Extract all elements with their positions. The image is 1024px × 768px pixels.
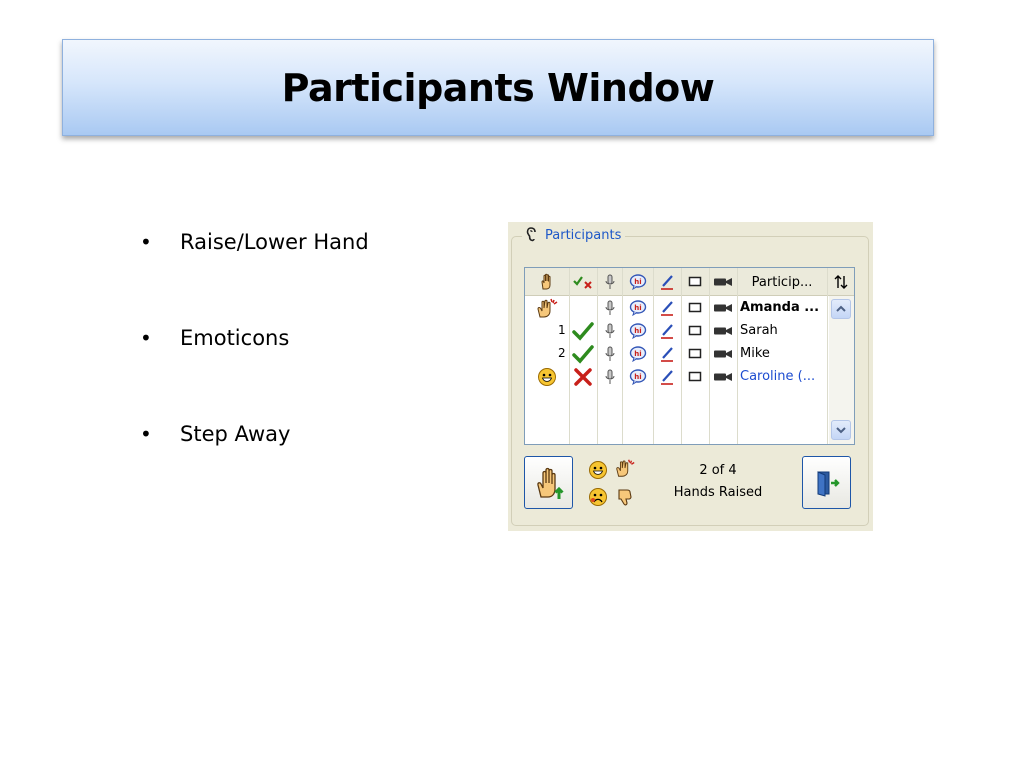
column-divider (653, 268, 654, 444)
chat-icon[interactable]: hi (622, 319, 653, 342)
svg-text:hi: hi (634, 373, 641, 381)
participants-group (511, 236, 869, 526)
raise-hand-icon (536, 467, 564, 499)
thumbs-down-icon (618, 489, 632, 506)
svg-text:hi: hi (634, 304, 641, 312)
list-header (525, 268, 854, 296)
bullet-dot-icon: • (140, 422, 152, 446)
emoticon-smiley-button[interactable] (587, 459, 609, 481)
column-divider (597, 268, 598, 444)
applause-icon (616, 459, 635, 477)
screen-icon[interactable] (681, 365, 709, 388)
bullet-list: •Raise/Lower Hand •Emoticons •Step Away (140, 218, 369, 506)
camera-icon[interactable] (709, 319, 737, 342)
header-check-cross-icon[interactable] (569, 268, 597, 296)
ear-icon (526, 227, 540, 243)
chevron-up-icon (836, 305, 846, 312)
list-scrollbar[interactable] (829, 296, 854, 444)
column-divider (681, 268, 682, 444)
column-divider (737, 268, 738, 444)
participant-name: Mike (740, 346, 770, 361)
scroll-up-button[interactable] (831, 299, 851, 319)
participant-name: Amanda ... (740, 300, 820, 315)
hand-order-number: 2 (558, 346, 566, 360)
smiley-icon (525, 365, 569, 388)
pen-icon[interactable] (653, 296, 681, 319)
bullet-dot-icon: • (140, 230, 152, 254)
microphone-icon[interactable] (597, 342, 622, 365)
check-icon (569, 342, 597, 365)
exit-door-icon (817, 470, 840, 497)
slide-title: Participants Window (281, 65, 715, 110)
slide-title-banner: Participants Window (62, 39, 934, 136)
bullet-item: •Step Away (140, 410, 369, 506)
bullet-dot-icon: • (140, 326, 152, 350)
svg-text:hi: hi (634, 350, 641, 358)
emoticon-applause-button[interactable] (614, 457, 636, 479)
column-divider (827, 268, 828, 444)
participants-panel: Participants hi (508, 222, 873, 531)
participant-row[interactable]: 2 hi Mike (525, 342, 829, 365)
participant-row[interactable]: hi Amanda ... (525, 296, 829, 319)
sort-icon[interactable] (827, 268, 854, 296)
column-divider (622, 268, 623, 444)
participants-panel-title: Participants (522, 227, 626, 243)
hands-raised-count: 2 of 4 (699, 463, 737, 478)
participant-row[interactable]: hi Caroline (... (525, 365, 829, 388)
participant-name: Sarah (740, 323, 778, 338)
smiley-icon (589, 461, 607, 479)
svg-text:hi: hi (634, 327, 641, 335)
camera-icon[interactable] (709, 342, 737, 365)
hand-order-number: 1 (558, 323, 566, 337)
header-participant-name[interactable]: Particip... (751, 274, 813, 290)
chat-icon[interactable]: hi (622, 342, 653, 365)
participants-list[interactable]: hi Particip... hi Amanda ... (524, 267, 855, 445)
cross-icon (569, 365, 597, 388)
column-divider (569, 268, 570, 444)
emoticon-thumbs-down-button[interactable] (614, 486, 636, 508)
screen-icon[interactable] (681, 319, 709, 342)
check-icon (569, 319, 597, 342)
scroll-down-button[interactable] (831, 420, 851, 440)
header-microphone-icon[interactable] (597, 268, 622, 296)
header-chat-icon[interactable]: hi (622, 268, 653, 296)
camera-icon[interactable] (709, 365, 737, 388)
participant-name: Caroline (... (740, 369, 816, 384)
pen-icon[interactable] (653, 342, 681, 365)
screen-icon[interactable] (681, 342, 709, 365)
participant-row[interactable]: 1 hi Sarah (525, 319, 829, 342)
camera-icon[interactable] (709, 296, 737, 319)
header-camera-icon[interactable] (709, 268, 737, 296)
sad-face-icon (589, 488, 607, 506)
chat-icon[interactable]: hi (622, 365, 653, 388)
microphone-icon[interactable] (597, 365, 622, 388)
step-away-button[interactable] (802, 456, 851, 509)
pen-icon[interactable] (653, 365, 681, 388)
header-pen-icon[interactable] (653, 268, 681, 296)
chevron-down-icon (836, 427, 846, 434)
raise-hand-button[interactable] (524, 456, 573, 509)
applause-icon (525, 296, 569, 319)
header-screen-icon[interactable] (681, 268, 709, 296)
microphone-icon[interactable] (597, 296, 622, 319)
bullet-item: •Raise/Lower Hand (140, 218, 369, 314)
pen-icon[interactable] (653, 319, 681, 342)
screen-icon[interactable] (681, 296, 709, 319)
bullet-item: •Emoticons (140, 314, 369, 410)
hands-raised-label: Hands Raised (673, 485, 763, 500)
microphone-icon[interactable] (597, 319, 622, 342)
hands-raised-status: 2 of 4 Hands Raised (658, 460, 778, 504)
column-divider (709, 268, 710, 444)
svg-text:hi: hi (634, 278, 641, 286)
header-hand-icon[interactable] (525, 268, 569, 296)
emoticon-sad-button[interactable] (587, 486, 609, 508)
chat-icon[interactable]: hi (622, 296, 653, 319)
